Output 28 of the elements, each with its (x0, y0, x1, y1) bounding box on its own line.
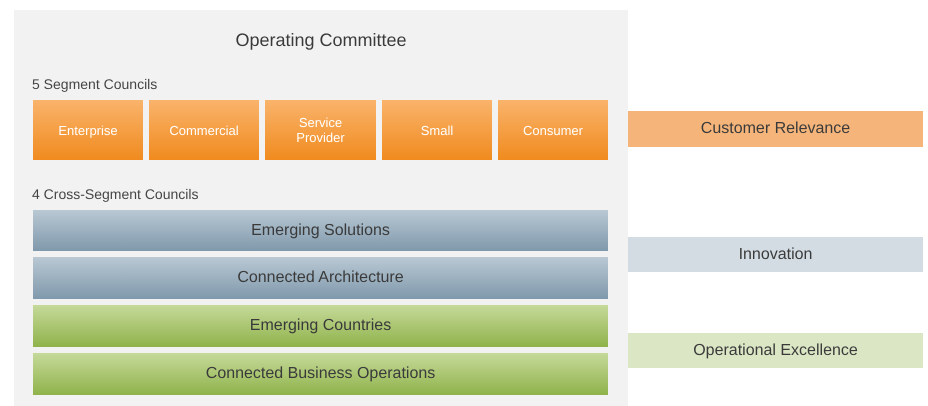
council-name: Commercial (169, 122, 239, 138)
segment-council-box (265, 100, 376, 160)
committee-panel (14, 10, 628, 406)
priority-band (628, 111, 923, 147)
segment-council-box (149, 100, 259, 160)
council-name: Customer Relevance (700, 120, 850, 138)
council-name: Operational Excellence (693, 342, 858, 360)
panel-title: Operating Committee (235, 30, 407, 51)
council-name: Enterprise (58, 122, 118, 138)
cross-segment-council-bar (33, 305, 608, 347)
priority-band (628, 237, 923, 272)
priority-band (628, 333, 923, 368)
segment-council-box (33, 100, 143, 160)
cross-segment-council-bar (33, 210, 608, 251)
council-name: Emerging Solutions (251, 222, 390, 240)
cross-segment-council-bar (33, 257, 608, 299)
council-name: Emerging Countries (250, 317, 392, 335)
section-heading: 5 Segment Councils (32, 76, 158, 92)
council-name: Connected Business Operations (206, 365, 436, 383)
council-name: Consumer (523, 122, 583, 138)
cross-segment-council-bar (33, 353, 608, 395)
section-heading: 4 Cross-Segment Councils (32, 186, 199, 202)
segment-council-box (382, 100, 492, 160)
council-name: Innovation (738, 246, 812, 264)
segment-council-box (498, 100, 608, 160)
council-name: Small (420, 122, 454, 138)
council-name: Service Provider (295, 115, 346, 145)
council-name: Connected Architecture (237, 269, 404, 287)
